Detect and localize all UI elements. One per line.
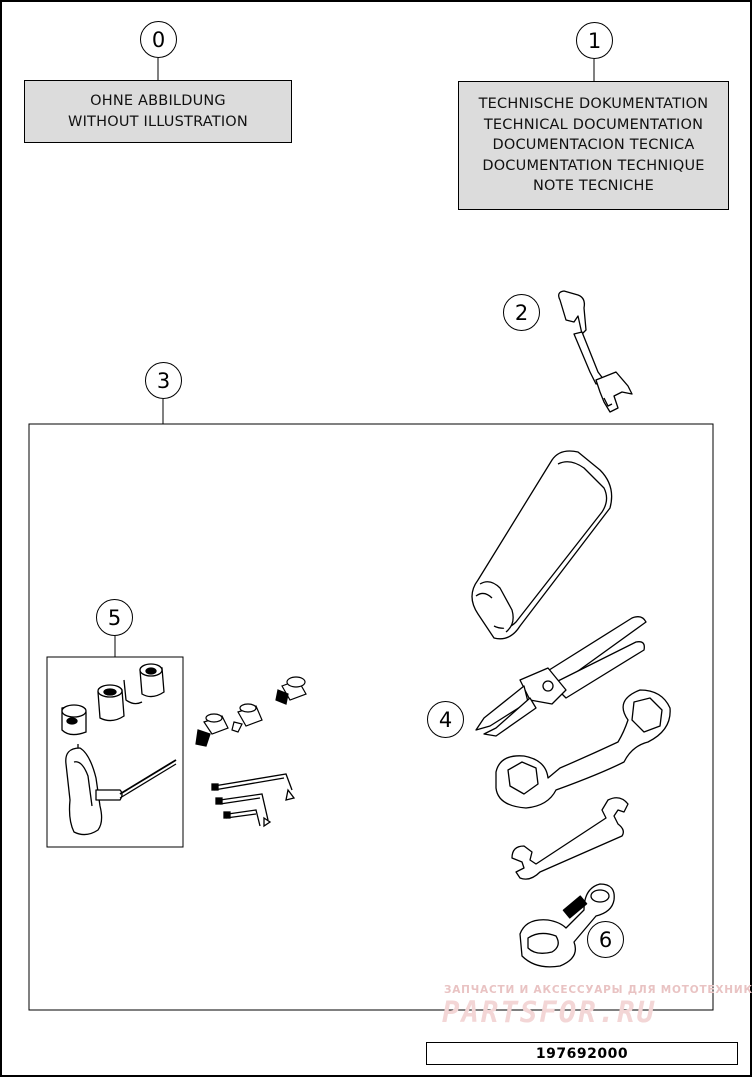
label-box-without-illustration: OHNE ABBILDUNG WITHOUT ILLUSTRATION bbox=[24, 80, 292, 143]
label-line: NOTE TECNICHE bbox=[533, 178, 654, 195]
toolkit-group-box bbox=[28, 423, 714, 1011]
callout-6: 6 bbox=[587, 921, 624, 958]
label-line: DOCUMENTATION TECHNIQUE bbox=[482, 157, 705, 174]
callout-0: 0 bbox=[140, 21, 177, 58]
hex-key-icon bbox=[211, 773, 296, 828]
t-handle-icon bbox=[65, 744, 177, 836]
callout-1: 1 bbox=[576, 22, 613, 59]
watermark-logo: PARTSFOR.RU bbox=[442, 995, 657, 1029]
label-line: TECHNISCHE DOKUMENTATION bbox=[478, 96, 709, 113]
socket-icon bbox=[61, 663, 165, 736]
pliers-icon bbox=[475, 616, 647, 737]
tool-pouch-icon bbox=[471, 450, 613, 640]
socket-set-group-box bbox=[46, 656, 184, 848]
ring-spanner-icon bbox=[519, 883, 615, 968]
spanner-icon bbox=[495, 689, 671, 809]
label-line: WITHOUT ILLUSTRATION bbox=[68, 113, 248, 130]
label-box-technical-documentation: TECHNISCHE DOKUMENTATION TECHNICAL DOCUM… bbox=[458, 81, 729, 210]
label-line: DOCUMENTACION TECNICA bbox=[492, 137, 695, 154]
watermark-text: ЗАПЧАСТИ И АКСЕССУАРЫ ДЛЯ МОТОТЕХНИКИ bbox=[444, 984, 752, 996]
callout-4: 4 bbox=[427, 701, 464, 738]
callout-3: 3 bbox=[145, 362, 182, 399]
label-line: TECHNICAL DOCUMENTATION bbox=[483, 116, 704, 133]
label-line: OHNE ABBILDUNG bbox=[90, 93, 226, 109]
callout-5: 5 bbox=[96, 599, 133, 636]
open-end-wrench-icon bbox=[511, 797, 629, 880]
part-number: 197692000 bbox=[426, 1042, 738, 1065]
bit-adapter-icon bbox=[195, 676, 307, 747]
callout-2: 2 bbox=[503, 294, 540, 331]
hook-wrench-icon bbox=[558, 290, 633, 413]
